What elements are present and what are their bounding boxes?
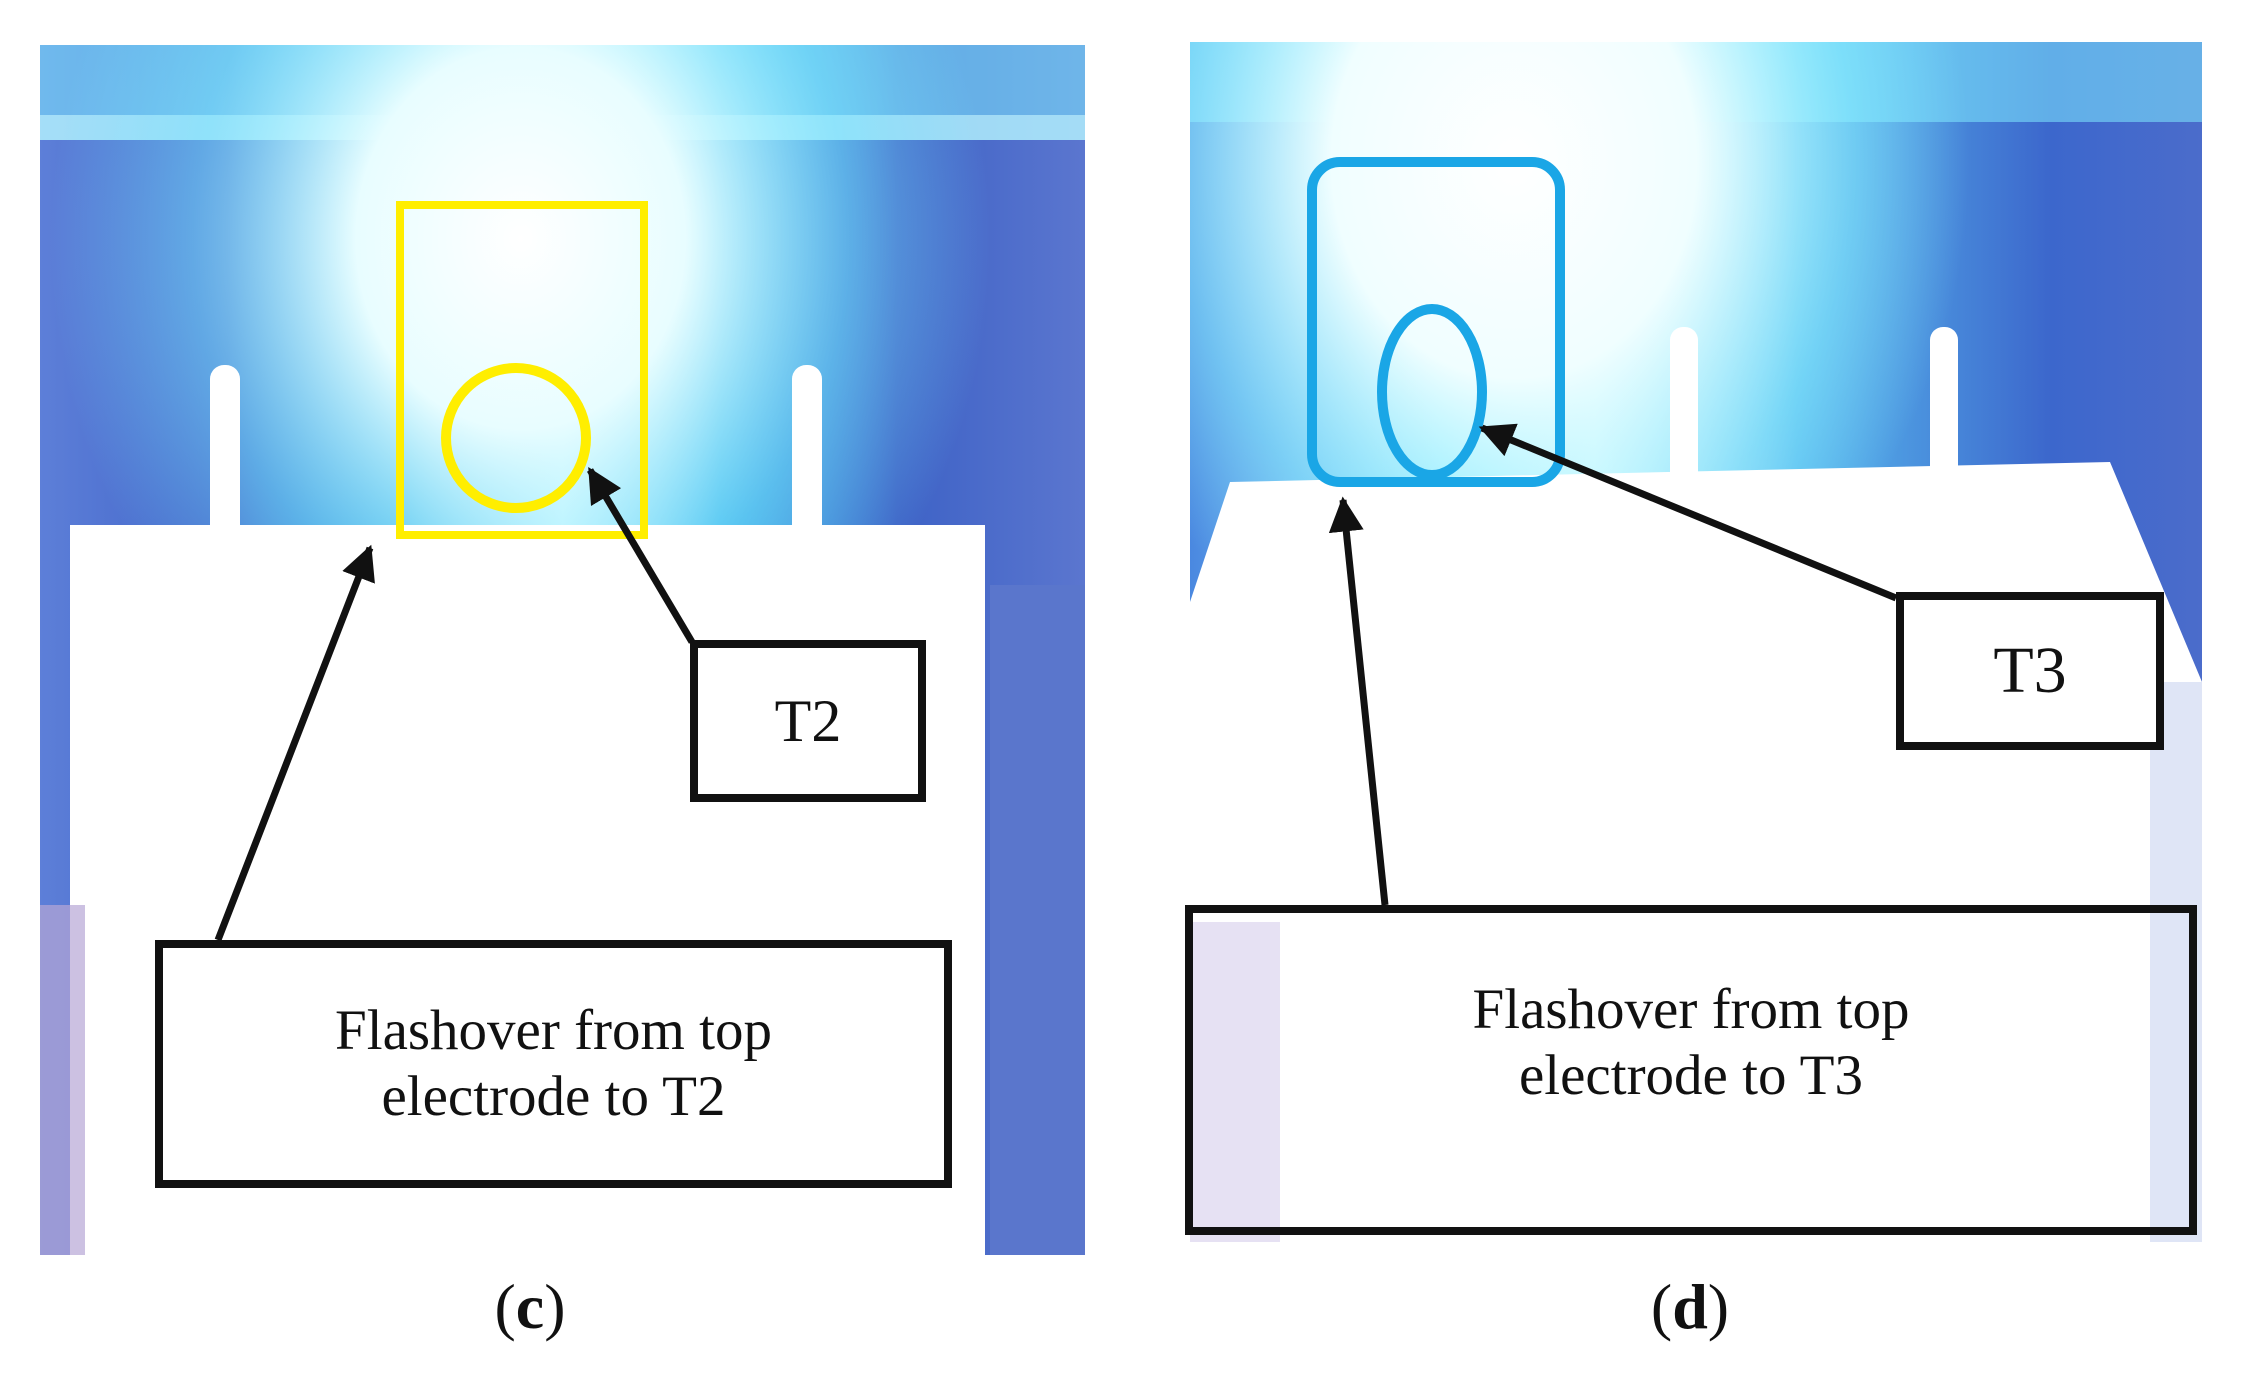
terminal-label-t2: T2	[774, 687, 842, 754]
terminal-label-box-t3: T3	[1896, 592, 2164, 750]
caption-d-line2: electrode to T3	[1519, 1043, 1863, 1107]
panel-label-d: (d)	[1650, 1271, 1730, 1342]
caption-box-c: Flashover from top electrode to T2	[155, 940, 952, 1188]
caption-d-line1: Flashover from top	[1472, 977, 1910, 1041]
terminal-label-t3: T3	[1993, 634, 2067, 708]
caption-c-line2: electrode to T2	[381, 1065, 726, 1128]
caption-c-line1: Flashover from top	[335, 999, 772, 1063]
terminal-label-box-t2: T2	[690, 640, 926, 802]
caption-box-d: Flashover from top electrode to T3	[1185, 905, 2197, 1235]
panel-label-c: (c)	[494, 1271, 566, 1342]
